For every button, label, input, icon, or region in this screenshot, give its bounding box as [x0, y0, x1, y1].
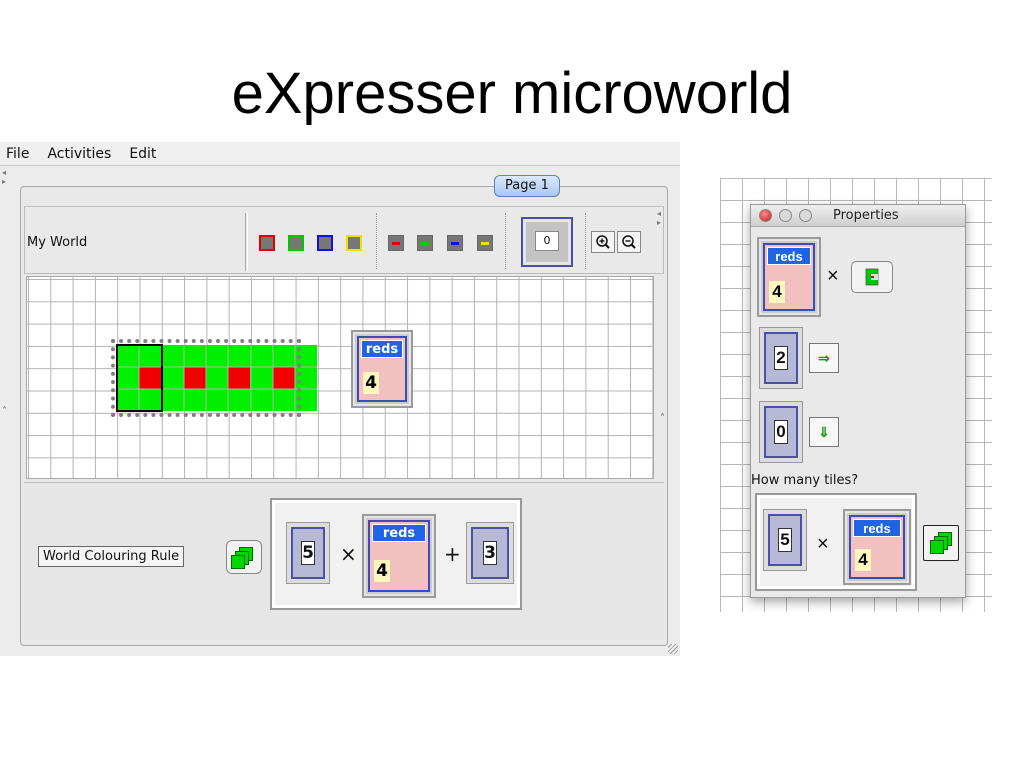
- vertical-gap-value[interactable]: 0: [774, 420, 788, 444]
- blue-outline-swatch-button[interactable]: [317, 235, 333, 251]
- multiply-operator: ×: [817, 533, 829, 555]
- multiply-operator: ×: [340, 542, 357, 566]
- how-many-tiles-label: How many tiles?: [751, 473, 859, 488]
- building-block-button[interactable]: [851, 261, 893, 293]
- coefficient-number-box[interactable]: 5: [286, 522, 330, 584]
- yellow-outline-swatch-button[interactable]: [346, 235, 362, 251]
- blue-fill-swatch-button[interactable]: [447, 235, 463, 251]
- arrow-right-button[interactable]: ⇒: [809, 343, 839, 373]
- right-divider-caret-icon[interactable]: ˄: [660, 413, 665, 424]
- plus-operator: +: [444, 542, 461, 566]
- horizontal-gap-value[interactable]: 2: [774, 346, 788, 370]
- variable-name[interactable]: reds: [767, 247, 811, 265]
- constant-value[interactable]: 3: [483, 541, 497, 565]
- tiles-button[interactable]: [923, 525, 959, 561]
- left-divider-caret-icon[interactable]: ˄: [2, 406, 7, 417]
- menu-activities[interactable]: Activities: [47, 145, 112, 162]
- toolbar-scroll-arrows-icon[interactable]: ◂▸: [656, 209, 661, 227]
- variable-value[interactable]: 4: [374, 560, 390, 582]
- number-box-inner: 0: [764, 406, 798, 458]
- world-toolbar: My World 0: [24, 206, 664, 274]
- variable-value[interactable]: 4: [855, 549, 871, 571]
- expresser-app-window: File Activities Edit ◂▸ ˄ Page 1 My Worl…: [0, 142, 680, 656]
- tile-row[interactable]: [117, 389, 317, 411]
- number-box-inner: 5: [768, 514, 802, 566]
- red-fill-swatch-button[interactable]: [388, 235, 404, 251]
- red-tile[interactable]: [184, 367, 206, 389]
- horizontal-gap-number-box[interactable]: 2: [759, 327, 803, 389]
- tile-stack-icon: [930, 540, 944, 554]
- zoom-window-icon[interactable]: [799, 209, 812, 222]
- variable-name[interactable]: reds: [361, 340, 403, 358]
- properties-title: Properties: [833, 208, 899, 223]
- red-tile[interactable]: [139, 367, 161, 389]
- menu-bar: File Activities Edit: [0, 142, 680, 166]
- variable-box-inner: reds 4: [849, 515, 905, 579]
- number-tool[interactable]: 0: [521, 217, 573, 267]
- reds-variable-box[interactable]: reds 4: [362, 514, 436, 598]
- yellow-fill-swatch-button[interactable]: [477, 235, 493, 251]
- menu-file[interactable]: File: [6, 145, 30, 162]
- variable-value[interactable]: 4: [769, 281, 785, 303]
- reds-variable-box[interactable]: reds 4: [757, 237, 821, 317]
- variable-value[interactable]: 4: [363, 372, 379, 394]
- zoom-out-button[interactable]: [617, 231, 641, 253]
- zoom-in-icon: [596, 235, 610, 249]
- zoom-out-icon: [622, 235, 636, 249]
- number-box-inner: 2: [764, 332, 798, 384]
- reds-variable-box[interactable]: reds 4: [351, 330, 413, 408]
- tile-stack-icon: [231, 555, 245, 569]
- coefficient-value[interactable]: 5: [301, 541, 315, 565]
- world-canvas[interactable]: reds 4 ˄: [26, 276, 665, 479]
- green-fill-swatch-button[interactable]: [417, 235, 433, 251]
- collapse-arrows-icon[interactable]: ◂▸: [2, 168, 7, 186]
- variable-name[interactable]: reds: [372, 524, 426, 542]
- toolbar-dotted-divider: [505, 213, 506, 269]
- answer-coefficient-value[interactable]: 5: [778, 528, 792, 552]
- number-box-inner: 5: [291, 527, 325, 579]
- red-tile[interactable]: [273, 367, 295, 389]
- variable-name[interactable]: reds: [853, 519, 901, 537]
- vertical-gap-number-box[interactable]: 0: [759, 401, 803, 463]
- tab-page-1[interactable]: Page 1: [494, 175, 560, 197]
- number-tool-field[interactable]: 0: [535, 231, 559, 251]
- arrow-right-icon: ⇒: [818, 350, 830, 366]
- close-window-icon[interactable]: [759, 209, 772, 222]
- tile-row[interactable]: [117, 345, 317, 367]
- resize-grip-icon[interactable]: [668, 644, 678, 654]
- constant-number-box[interactable]: 3: [466, 522, 514, 584]
- properties-titlebar[interactable]: Properties: [751, 205, 965, 227]
- variable-box-inner: reds 4: [357, 336, 407, 402]
- multiply-operator: ×: [827, 265, 839, 287]
- pattern-selection-outline[interactable]: [111, 339, 301, 417]
- toolbar-dotted-divider: [585, 213, 586, 269]
- variable-box-inner: reds 4: [763, 243, 815, 311]
- zoom-in-button[interactable]: [591, 231, 615, 253]
- toolbar-divider[interactable]: [245, 213, 248, 271]
- red-tile[interactable]: [228, 367, 250, 389]
- world-colouring-rule-label: World Colouring Rule: [38, 546, 185, 567]
- number-box-inner: 3: [471, 527, 509, 579]
- properties-window: Properties reds 4 × 2 ⇒ 0 ⇓ How many til…: [750, 204, 966, 598]
- answer-coefficient-number-box[interactable]: 5: [763, 509, 807, 571]
- minimize-window-icon[interactable]: [779, 209, 792, 222]
- arrow-down-icon: ⇓: [818, 424, 830, 440]
- building-block-icon: [865, 268, 879, 286]
- tile-row[interactable]: [117, 367, 317, 389]
- toolbar-dotted-divider: [376, 213, 377, 269]
- red-outline-swatch-button[interactable]: [259, 235, 275, 251]
- slide-title: eXpresser microworld: [231, 61, 793, 126]
- variable-box-inner: reds 4: [368, 520, 430, 592]
- menu-edit[interactable]: Edit: [129, 145, 157, 162]
- arrow-down-button[interactable]: ⇓: [809, 417, 839, 447]
- green-outline-swatch-button[interactable]: [288, 235, 304, 251]
- tiles-button[interactable]: [226, 540, 262, 574]
- building-block-selection[interactable]: [116, 344, 163, 412]
- reds-variable-box[interactable]: reds 4: [843, 509, 911, 585]
- world-name-label: My World: [27, 235, 88, 250]
